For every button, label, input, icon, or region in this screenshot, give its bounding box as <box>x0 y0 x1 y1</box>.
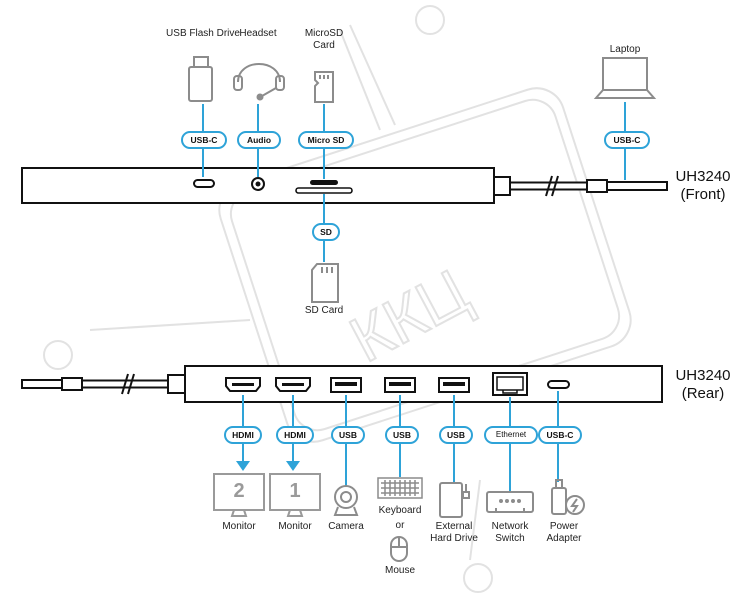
usb-pill-2: USB <box>385 426 419 444</box>
headset-icon <box>233 63 285 101</box>
mouse-label: Mouse <box>384 565 415 576</box>
mouse-icon <box>390 536 408 562</box>
microsd-slot <box>310 180 338 185</box>
power-adapter-label: Power Adapter <box>546 521 582 544</box>
laptop-label: Laptop <box>609 44 641 55</box>
monitor-1-label: Monitor <box>278 521 312 532</box>
front-side-label: (Front) <box>680 186 726 203</box>
or-label: or <box>395 520 405 531</box>
usb-flash-drive-icon <box>188 56 213 102</box>
rear-side-label: (Rear) <box>681 385 725 402</box>
watermark: ККЦ <box>43 5 632 593</box>
hdmi-pill-1: HDMI <box>224 426 262 444</box>
ethernet-pill: Ethernet <box>484 426 538 444</box>
front-hub <box>21 167 668 204</box>
keyboard-label: Keyboard <box>378 505 422 516</box>
external-hard-drive-label: External Hard Drive <box>430 521 478 544</box>
monitor-2-number: 2 <box>233 480 245 502</box>
usb-pill-1: USB <box>331 426 365 444</box>
network-switch-icon <box>486 491 534 513</box>
monitor-2-label: Monitor <box>222 521 256 532</box>
sd-card-label: SD Card <box>304 305 344 316</box>
network-switch-label: Network Switch <box>491 521 529 544</box>
front-usbc-port <box>193 179 215 188</box>
monitor-2-icon <box>213 473 265 517</box>
monitor-1-number: 1 <box>289 480 301 502</box>
laptop-usbc-pill: USB-C <box>604 131 650 149</box>
sd-pill: SD <box>312 223 340 241</box>
camera-icon <box>333 485 359 516</box>
microsd-card-label: MicroSD Card <box>304 28 344 51</box>
hdmi-pill-2: HDMI <box>276 426 314 444</box>
usb-flash-drive-label: USB Flash Drive <box>166 28 240 39</box>
microsd-pill: Micro SD <box>298 131 354 149</box>
usb-pill-3: USB <box>439 426 473 444</box>
rear-usbc-pill: USB-C <box>538 426 582 444</box>
sd-slot <box>295 187 353 194</box>
power-adapter-icon <box>551 479 585 515</box>
front-usbc-pill: USB-C <box>181 131 227 149</box>
laptop-icon <box>593 57 657 99</box>
front-model-name: UH3240 <box>675 168 731 185</box>
keyboard-icon <box>377 477 423 499</box>
external-hard-drive-icon <box>439 482 470 518</box>
rear-model-name: UH3240 <box>675 367 731 384</box>
svg-text:ККЦ: ККЦ <box>339 255 480 376</box>
audio-pill: Audio <box>237 131 281 149</box>
monitor-1-icon <box>269 473 321 517</box>
headset-label: Headset <box>239 28 277 39</box>
microsd-card-icon <box>314 71 334 103</box>
sd-card-icon <box>311 263 339 303</box>
rear-hub <box>21 365 663 403</box>
rear-usbc-port <box>547 380 570 389</box>
camera-label: Camera <box>328 521 364 532</box>
hdmi-arrowheads <box>236 461 300 471</box>
